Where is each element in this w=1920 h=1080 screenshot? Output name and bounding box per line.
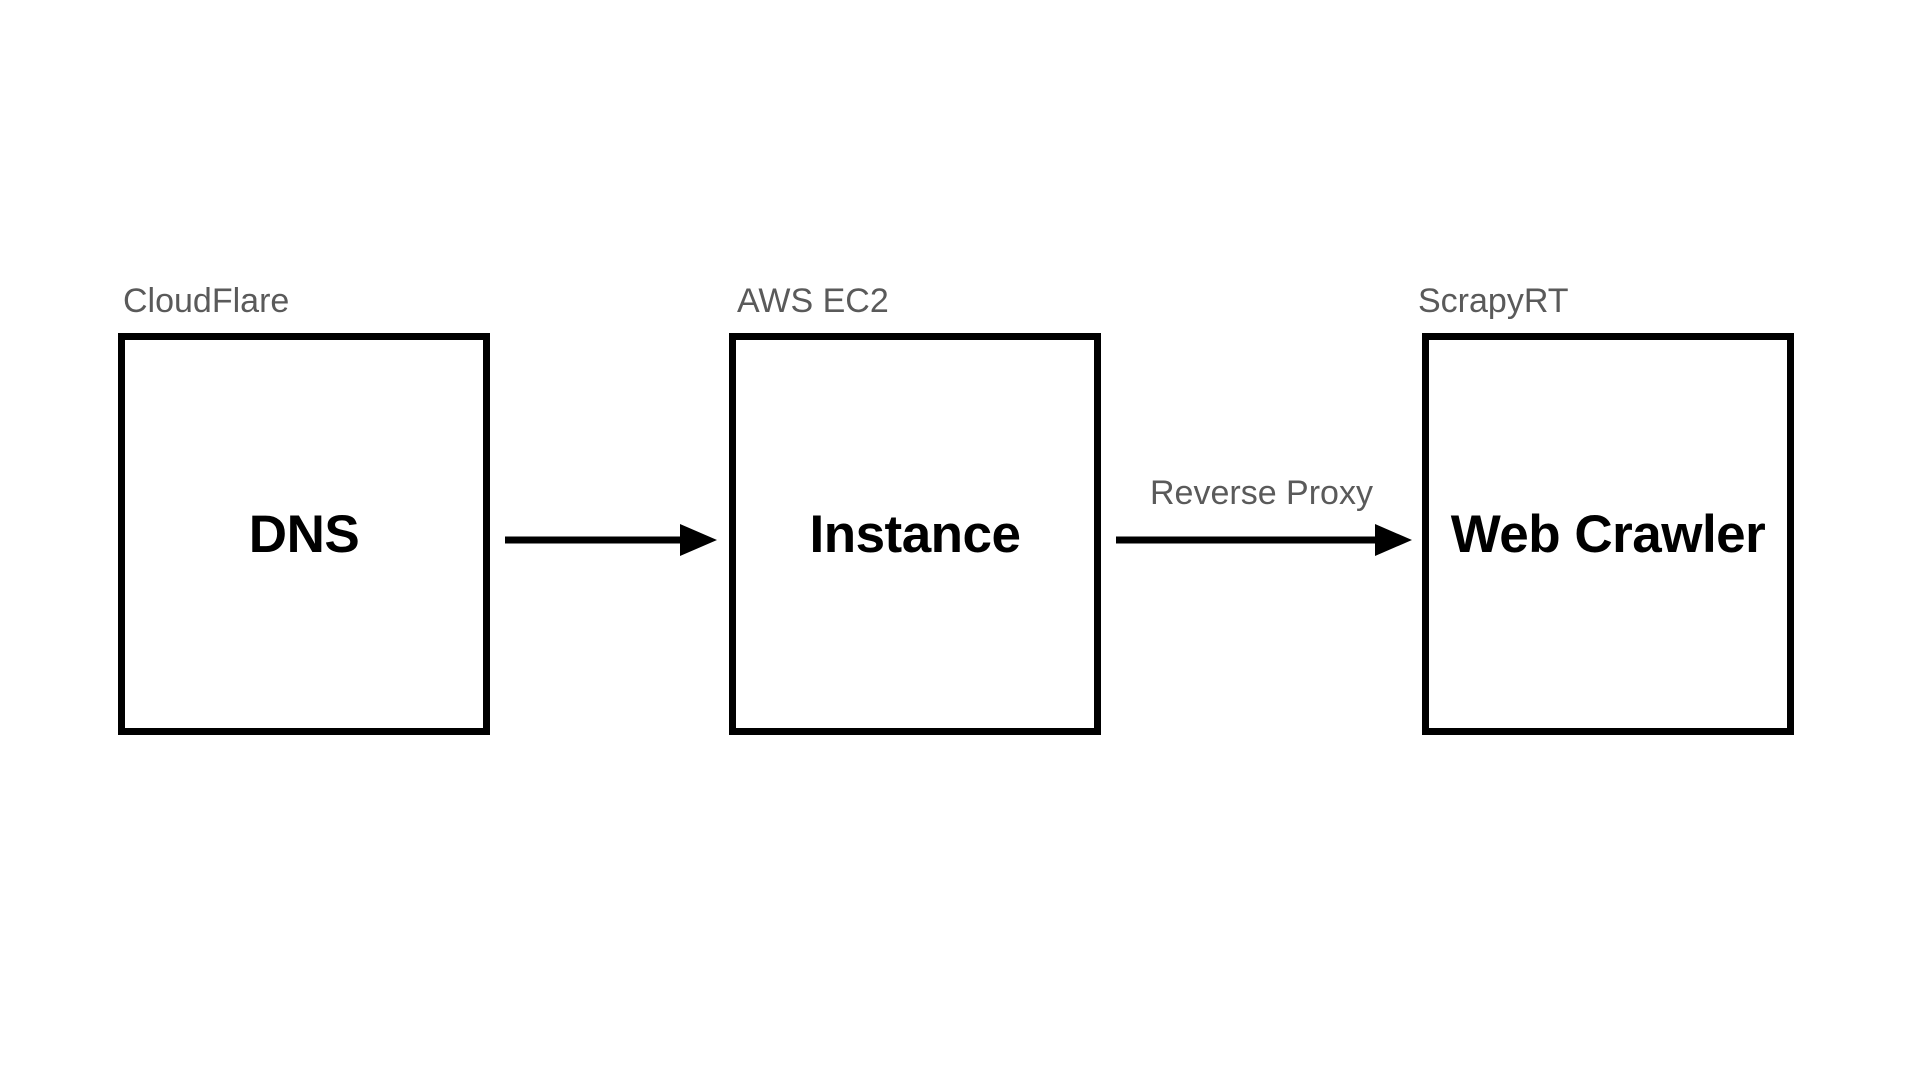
scrapyrt-caption: ScrapyRT: [1418, 282, 1569, 320]
instance-box: Instance: [729, 333, 1101, 735]
dns-box: DNS: [118, 333, 490, 735]
arrow-right-icon: [505, 524, 717, 556]
web-crawler-label: Web Crawler: [1450, 504, 1766, 564]
cloudflare-caption: CloudFlare: [123, 282, 290, 320]
dns-label: DNS: [248, 504, 360, 564]
dns-to-instance-arrow: [505, 520, 717, 560]
reverse-proxy-label: Reverse Proxy: [1150, 474, 1373, 512]
web-crawler-box: Web Crawler: [1422, 333, 1794, 735]
instance-label: Instance: [809, 504, 1021, 564]
instance-to-crawler-arrow: [1116, 520, 1412, 560]
aws-ec2-caption: AWS EC2: [737, 282, 889, 320]
arrow-right-icon: [1116, 524, 1412, 556]
